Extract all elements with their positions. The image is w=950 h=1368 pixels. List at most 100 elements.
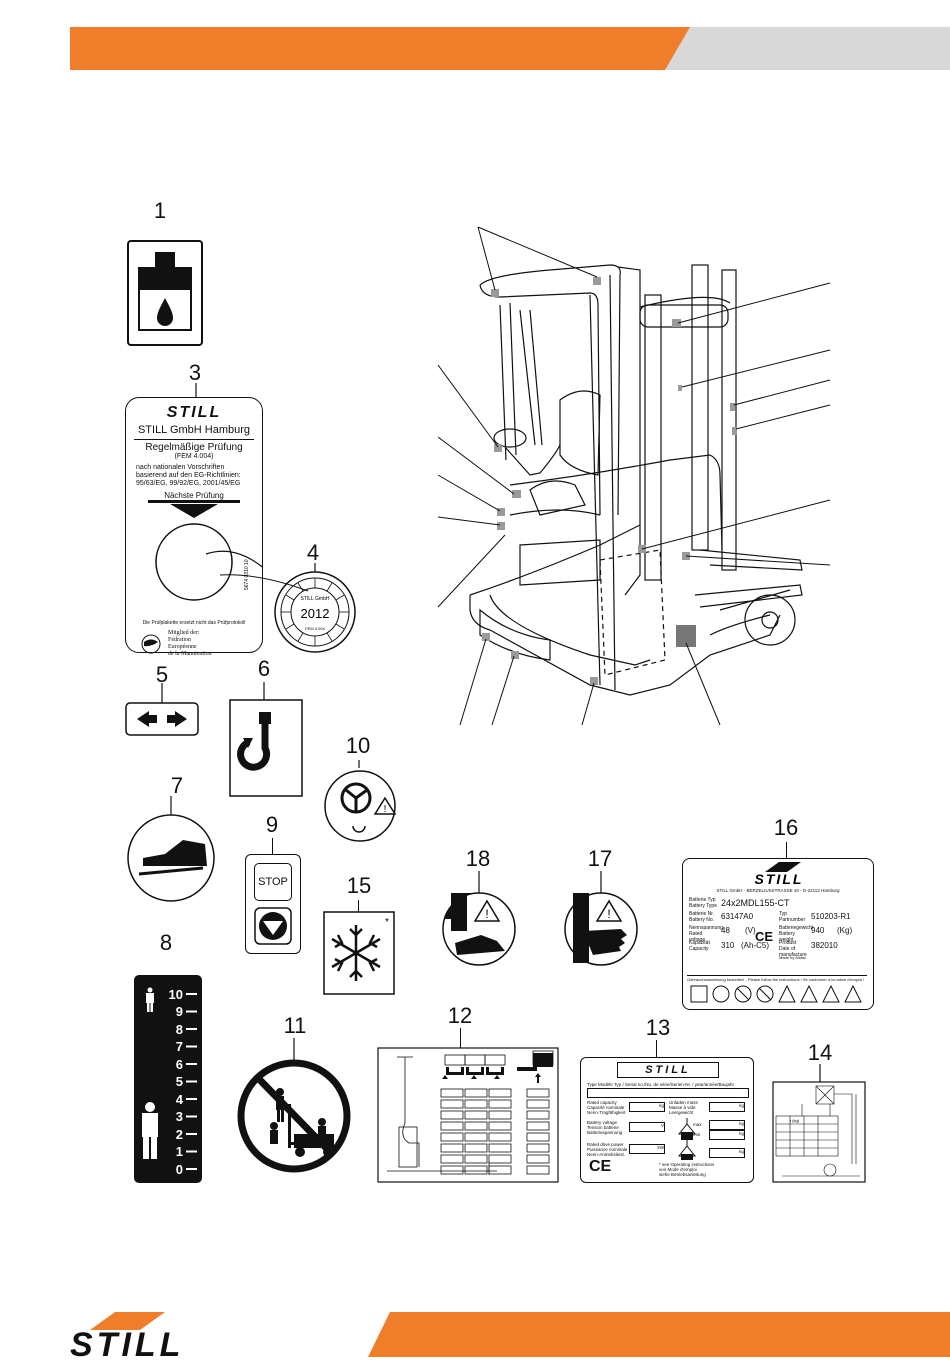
callout-18: 18	[465, 846, 491, 871]
scale-tick-10: 10	[169, 987, 183, 1002]
exclamation-icon: !	[607, 907, 610, 921]
footer-logo: STILL	[70, 1326, 185, 1364]
callout-12: 12	[447, 1003, 473, 1028]
battery-plate: STILL STILL GmbH - BERZELIUSSTRASSE 10 -…	[682, 858, 874, 1010]
scale-tick-2: 2	[176, 1127, 183, 1142]
ref-label: Typ Partnumber	[779, 911, 806, 923]
exclamation-icon: !	[485, 907, 488, 921]
nameplate-logo: STILL	[617, 1062, 719, 1078]
stop-text: STOP	[254, 863, 292, 901]
load-weight-icons	[677, 1118, 697, 1160]
height-scale-label: 10 9 8 7 6 5 4 3 2 1 0	[134, 975, 202, 1183]
cap-unit: kg	[629, 1102, 665, 1112]
callout-1: 1	[153, 198, 167, 223]
member-3: Européenne	[168, 644, 197, 650]
capacity-unit: (Ah-C5)	[741, 941, 770, 950]
hydraulic-oil-label	[127, 240, 203, 346]
exclamation-icon: !	[384, 804, 387, 815]
volt-2: Tension batterie	[587, 1125, 619, 1130]
unladen-2: Masse à vide	[669, 1105, 696, 1110]
callout-3: 3	[188, 360, 202, 385]
next-inspection: Nächste Prüfung	[164, 491, 224, 500]
max-label: max	[693, 1122, 702, 1127]
no-passenger-label	[237, 1038, 351, 1173]
callout-16: 16	[773, 815, 799, 840]
member-2: Fédration	[168, 637, 191, 643]
member-4: de la Manutention	[168, 651, 212, 657]
callout-8: 8	[159, 930, 173, 955]
callout-14: 14	[807, 1040, 833, 1065]
hand-crush-warning-label: !	[564, 871, 638, 966]
scale-tick-9: 9	[176, 1004, 183, 1019]
callout-15: 15	[346, 873, 372, 898]
type-label: Batterie Typ Battery Type	[689, 897, 717, 909]
type-row: Type Modèle Typ / Serial no./No. de séri…	[587, 1082, 734, 1087]
logo-swoosh	[90, 1312, 165, 1330]
weight-value: 940	[811, 926, 825, 935]
power-1: Rated drive power	[587, 1142, 624, 1147]
plate-logo: STILL	[755, 871, 804, 886]
scale-tick-6: 6	[176, 1057, 183, 1072]
scale-tick-8: 8	[176, 1022, 183, 1037]
header-bar	[70, 27, 950, 70]
scale-tick-0: 0	[176, 1162, 183, 1177]
max-unit: kg	[709, 1120, 745, 1130]
inspection-sticker: STILL GmbH 2012 FEM 4.004	[274, 563, 356, 653]
power-3: Nenn-Antriebsleist.	[587, 1152, 626, 1157]
voltage-unit: (V)	[745, 926, 756, 935]
callout-9: 9	[265, 812, 279, 837]
down-arrow-icon	[254, 907, 292, 945]
scale-tick-1: 1	[176, 1144, 183, 1159]
callout-13-line	[656, 1040, 657, 1058]
member-1: Mitglied der:	[168, 630, 200, 636]
callout-17: 17	[587, 846, 613, 871]
cold-store-label: *	[323, 911, 395, 995]
inspection-standard: (FEM 4.004)	[174, 453, 214, 460]
ce-mark: CE	[755, 929, 774, 944]
nameplate-ce: CE	[589, 1158, 612, 1175]
min-label: min	[693, 1132, 701, 1137]
height-scale-graphic: 10 9 8 7 6 5 4 3 2 1 0	[142, 987, 197, 1177]
still-logo: STILL	[166, 404, 222, 421]
small-snowflake-icon: *	[385, 917, 389, 928]
plate-address: STILL GmbH - BERZELIUSSTRASSE 10 - D-221…	[716, 888, 840, 893]
callout-11: 11	[283, 1013, 307, 1038]
hook-label	[229, 682, 303, 797]
scale-tick-5: 5	[176, 1074, 183, 1089]
sticker-year: 2012	[301, 606, 330, 621]
voltage-value: 48	[721, 926, 730, 935]
inspection-label: STILL STILL GmbH Hamburg Regelmäßige Prü…	[125, 397, 263, 657]
weight-label: Batteriegewicht Battery weight	[779, 925, 814, 943]
note-1: * see Operating instructions	[659, 1162, 715, 1167]
side-code: 5674 0310 10	[244, 559, 250, 590]
prod-value: 382010	[811, 941, 838, 950]
scale-tick-3: 3	[176, 1109, 183, 1124]
load-chart-label	[377, 1047, 559, 1183]
unladen-3: Leergewicht	[669, 1110, 694, 1115]
extra-unit: kg	[709, 1148, 745, 1158]
min-unit: kg	[709, 1130, 745, 1140]
capacity-label: Kapazität Capacity	[689, 940, 710, 952]
forklift-drawing	[437, 226, 831, 726]
inspection-note: Die Prüfplakette ersetzt nicht das Prüfp…	[142, 620, 246, 626]
inspection-graphic: 5674 0310 10	[148, 500, 262, 601]
inspection-line-2: basierend auf den EG-Richtlinien:	[136, 472, 241, 479]
cap-3: Nenn-Tragfähigkeit	[587, 1110, 626, 1115]
capacity-value: 310	[721, 941, 735, 950]
callout-10: 10	[345, 733, 371, 758]
chart-unit: t (kg)	[790, 1118, 800, 1123]
callout-3-line	[195, 383, 197, 397]
prod-label: Produkt Date of manufacture	[779, 940, 807, 958]
unladen-unit: kg	[709, 1102, 745, 1112]
sticker-pointer-line	[220, 574, 309, 592]
callout-4: 4	[306, 540, 320, 565]
note-2: voir Mode d'emploi	[659, 1167, 697, 1172]
unladen-1: Unladen mass	[669, 1100, 698, 1105]
battery-symbols-row	[690, 984, 862, 1003]
sticker-top: STILL GmbH	[301, 596, 330, 602]
made-by: Made by Midac	[779, 955, 807, 960]
steering-warning-label: !	[324, 760, 397, 842]
power-2: Puissance nominale	[587, 1147, 628, 1152]
power-unit: kW	[629, 1144, 665, 1154]
callout-12-line	[460, 1028, 461, 1048]
